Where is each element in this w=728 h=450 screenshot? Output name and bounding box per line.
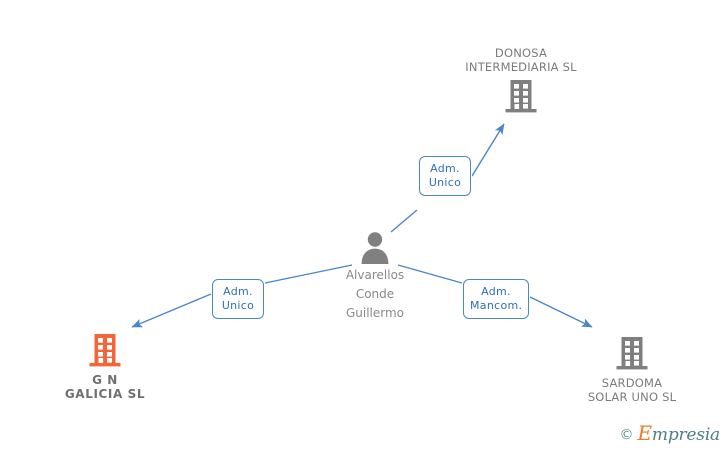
person-icon (280, 230, 470, 264)
copyright-icon: © (619, 426, 634, 443)
building-icon (426, 77, 616, 115)
building-icon (537, 334, 727, 372)
node-company-label: SARDOMA SOLAR UNO SL (587, 376, 677, 404)
building-icon (10, 331, 200, 369)
node-company-sardoma-solar-uno-sl[interactable]: SARDOMA SOLAR UNO SL (537, 334, 727, 404)
edge-label-donosa[interactable]: Adm. Unico (419, 156, 471, 196)
empresia-brand-text: Empresia (638, 423, 721, 445)
node-company-label: G N GALICIA SL (64, 373, 146, 401)
node-person-label: Alvarellos Conde Guillermo (345, 268, 405, 320)
edge-line-gn-galicia (131, 264, 353, 328)
node-company-gn-galicia-sl[interactable]: G N GALICIA SL (10, 331, 200, 401)
edge-label-gn-galicia[interactable]: Adm. Unico (212, 279, 264, 319)
edge-label-sardoma[interactable]: Adm. Mancom. (463, 279, 529, 319)
brand-initial: E (637, 421, 653, 445)
edge-line-donosa (390, 123, 505, 233)
edge-line-sardoma (397, 264, 593, 328)
node-person-alvarellos-conde-guillermo[interactable]: Alvarellos Conde Guillermo (280, 230, 470, 321)
empresia-watermark: © Empresia (619, 423, 721, 445)
node-company-label: DONOSA INTERMEDIARIA SL (465, 46, 577, 74)
node-company-donosa-intermediaria-sl[interactable]: DONOSA INTERMEDIARIA SL (426, 46, 616, 115)
brand-rest: mpresia (651, 425, 720, 445)
